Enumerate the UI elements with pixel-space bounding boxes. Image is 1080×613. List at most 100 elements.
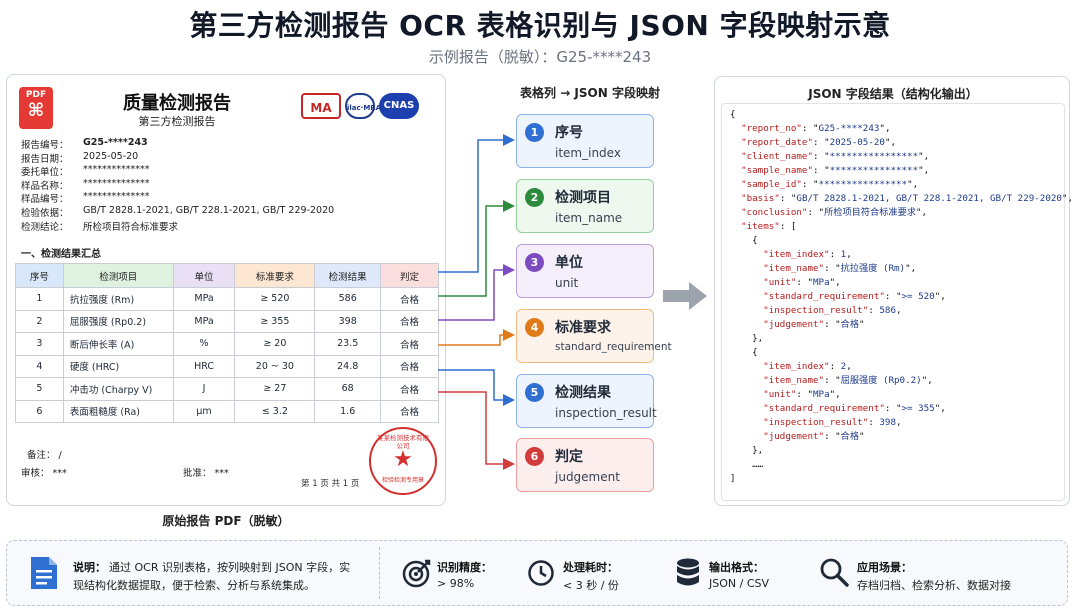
report-doc-title: 质量检测报告 xyxy=(123,93,231,114)
right-arrow-icon xyxy=(663,282,707,310)
header-cell-result: 检测结果 xyxy=(314,263,382,288)
mapping-json-field: item_name xyxy=(555,211,623,225)
meta-row-sample-name: 样品名称：************** xyxy=(21,178,441,192)
header-cell-index: 序号 xyxy=(15,263,64,288)
meta-row-conclusion: 检测结论： 所检项目符合标准要求 xyxy=(21,219,441,233)
table-row: 3 断后伸长率 (A) % ≥ 20 23.5 合格 xyxy=(15,332,439,356)
mapping-number-badge: 2 xyxy=(525,188,544,207)
format-value: JSON / CSV xyxy=(709,577,770,590)
table-cell: 合格 xyxy=(380,399,439,423)
mapping-column-name: 判定 xyxy=(555,449,583,465)
results-table: 序号 检测项目 单位 标准要求 检测结果 判定 1 抗拉强度 (Rm) MPa … xyxy=(15,263,439,423)
clock-icon xyxy=(528,560,554,586)
reviewer-signature: 审核： *** xyxy=(21,468,67,479)
note-text-line-1: 通过 OCR 识别表格，按列映射到 JSON 字段，实 xyxy=(109,561,351,574)
connector-result xyxy=(438,369,515,406)
accuracy-label: 识别精度： xyxy=(437,561,492,574)
mapping-box-standard-requirement: 4 标准要求 standard_requirement xyxy=(516,309,672,363)
time-value: < 3 秒 / 份 xyxy=(563,579,619,592)
mapping-json-field: judgement xyxy=(555,470,620,484)
pdf-badge-label: PDF xyxy=(25,90,47,100)
connector-index xyxy=(438,134,515,273)
header-cell-unit: 单位 xyxy=(172,263,236,288)
footer-divider xyxy=(379,547,380,599)
mapping-column-name: 检测项目 xyxy=(555,190,611,206)
mapping-box-inspection-result: 5 检测结果 inspection_result xyxy=(516,374,657,428)
ilac-mra-logo: ilac·MRA xyxy=(345,93,381,119)
meta-row-report-no: 报告编号：G25-****243 xyxy=(21,137,441,151)
json-sample-id: **************** xyxy=(818,179,908,190)
report-panel-caption: 原始报告 PDF（脱敏） xyxy=(162,514,290,528)
approver-signature: 批准： *** xyxy=(183,468,229,479)
page-title: 第三方检测报告 OCR 表格识别与 JSON 字段映射示意 xyxy=(189,9,891,42)
mapping-column-name: 单位 xyxy=(555,255,583,271)
table-cell: 表面粗糙度 (Ra) xyxy=(62,399,174,423)
table-cell: ≤ 3.2 xyxy=(234,399,316,423)
report-remark: 备注： / xyxy=(27,450,62,461)
meta-value: 2025-05-20 xyxy=(83,150,139,162)
json-item-judgement: 合格 xyxy=(840,319,860,330)
target-icon xyxy=(402,559,431,588)
connector-item-name xyxy=(438,200,515,297)
json-item-index: 2 xyxy=(840,361,847,372)
database-icon xyxy=(677,558,699,586)
mapping-box-item-name: 2 检测项目 item_name xyxy=(516,179,654,233)
json-item-name: 抗拉强度 (Rm) xyxy=(840,263,906,274)
official-seal-stamp: 某某检测技术有限公司 ★ 检验检测专用章 xyxy=(369,427,437,495)
mapping-json-field: item_index xyxy=(555,146,621,160)
note-label: 说明： xyxy=(73,561,106,574)
table-row: 6 表面粗糙度 (Ra) μm ≤ 3.2 1.6 合格 xyxy=(15,399,439,423)
table-row: 4 硬度 (HRC) HRC 20 ~ 30 24.8 合格 xyxy=(15,354,439,378)
format-label: 输出格式： xyxy=(709,561,764,574)
scenario-value: 存档归档、检索分析、数据对接 xyxy=(857,579,1011,592)
json-conclusion: 所检项目符合标准要求 xyxy=(824,207,916,218)
header-cell-standard: 标准要求 xyxy=(234,263,316,288)
meta-row-report-date: 报告日期： 2025-05-20 xyxy=(21,151,441,165)
accuracy-value: > 98% xyxy=(437,577,475,590)
stamp-ring-text: 某某检测技术有限公司 xyxy=(377,434,429,450)
mapping-number-badge: 4 xyxy=(525,318,544,337)
meta-key: 样品名称： xyxy=(21,180,69,192)
magnifier-icon xyxy=(820,558,849,587)
json-panel: JSON 字段结果（结构化输出） { "report_no": "G25-***… xyxy=(714,76,1073,506)
cnas-logo: CNAS xyxy=(379,93,419,119)
meta-value: 所检项目符合标准要求 xyxy=(83,221,179,233)
meta-key: 样品编号： xyxy=(21,194,69,206)
star-icon: ★ xyxy=(393,447,413,472)
mapping-number-badge: 5 xyxy=(525,383,544,402)
json-item-standard: >= 355 xyxy=(901,403,935,414)
mapping-json-field: unit xyxy=(555,276,579,290)
meta-key: 检测结论： xyxy=(21,221,69,233)
mapping-json-field: standard_requirement xyxy=(555,341,672,353)
scenario-label: 应用场景： xyxy=(857,561,912,574)
meta-row-sample-id: 样品编号：************** xyxy=(21,191,441,205)
report-doc-subtitle: 第三方检测报告 xyxy=(138,115,216,128)
table-row: 5 冲击功 (Charpy V) J ≥ 27 68 合格 xyxy=(15,377,439,401)
meta-row-basis: 检验依据：GB/T 2828.1-2021, GB/T 228.1-2021, … xyxy=(21,205,441,219)
table-row: 1 抗拉强度 (Rm) MPa ≥ 520 586 合格 xyxy=(15,287,439,311)
table-cell: 6 xyxy=(15,399,64,423)
mapping-number-badge: 1 xyxy=(525,123,544,142)
json-item-result: 586 xyxy=(879,305,896,316)
json-basis: GB/T 2828.1-2021, GB/T 228.1-2021, GB/T … xyxy=(796,193,1062,204)
mapping-box-item-index: 1 序号 item_index xyxy=(516,114,654,168)
json-item-result: 398 xyxy=(879,417,896,428)
mapping-box-unit: 3 单位 unit xyxy=(516,244,654,298)
cma-logo: MA xyxy=(301,93,341,119)
acrobat-icon: ⌘ xyxy=(27,100,45,121)
results-section-heading: 一、检测结果汇总 xyxy=(21,249,101,260)
json-report-date: 2025-05-20 xyxy=(829,137,885,148)
json-item-index: 1 xyxy=(840,249,847,260)
note-text-line-2: 现结构化数据提取，便于检索、分析与系统集成。 xyxy=(73,579,315,592)
meta-key: 报告日期： xyxy=(21,153,69,165)
json-sample-name: **************** xyxy=(829,165,919,176)
meta-value: G25-****243 xyxy=(83,137,148,148)
json-code-block: { "report_no": "G25-****243", "report_da… xyxy=(721,103,1073,501)
mapping-title: 表格列 → JSON 字段映射 xyxy=(520,86,660,100)
mapping-column-name: 序号 xyxy=(555,125,583,141)
table-header-row: 序号 检测项目 单位 标准要求 检测结果 判定 xyxy=(15,263,439,288)
connector-unit xyxy=(438,264,515,321)
json-item-unit: MPa xyxy=(813,277,830,288)
table-row: 2 屈服强度 (Rp0.2) MPa ≥ 355 398 合格 xyxy=(15,309,439,333)
